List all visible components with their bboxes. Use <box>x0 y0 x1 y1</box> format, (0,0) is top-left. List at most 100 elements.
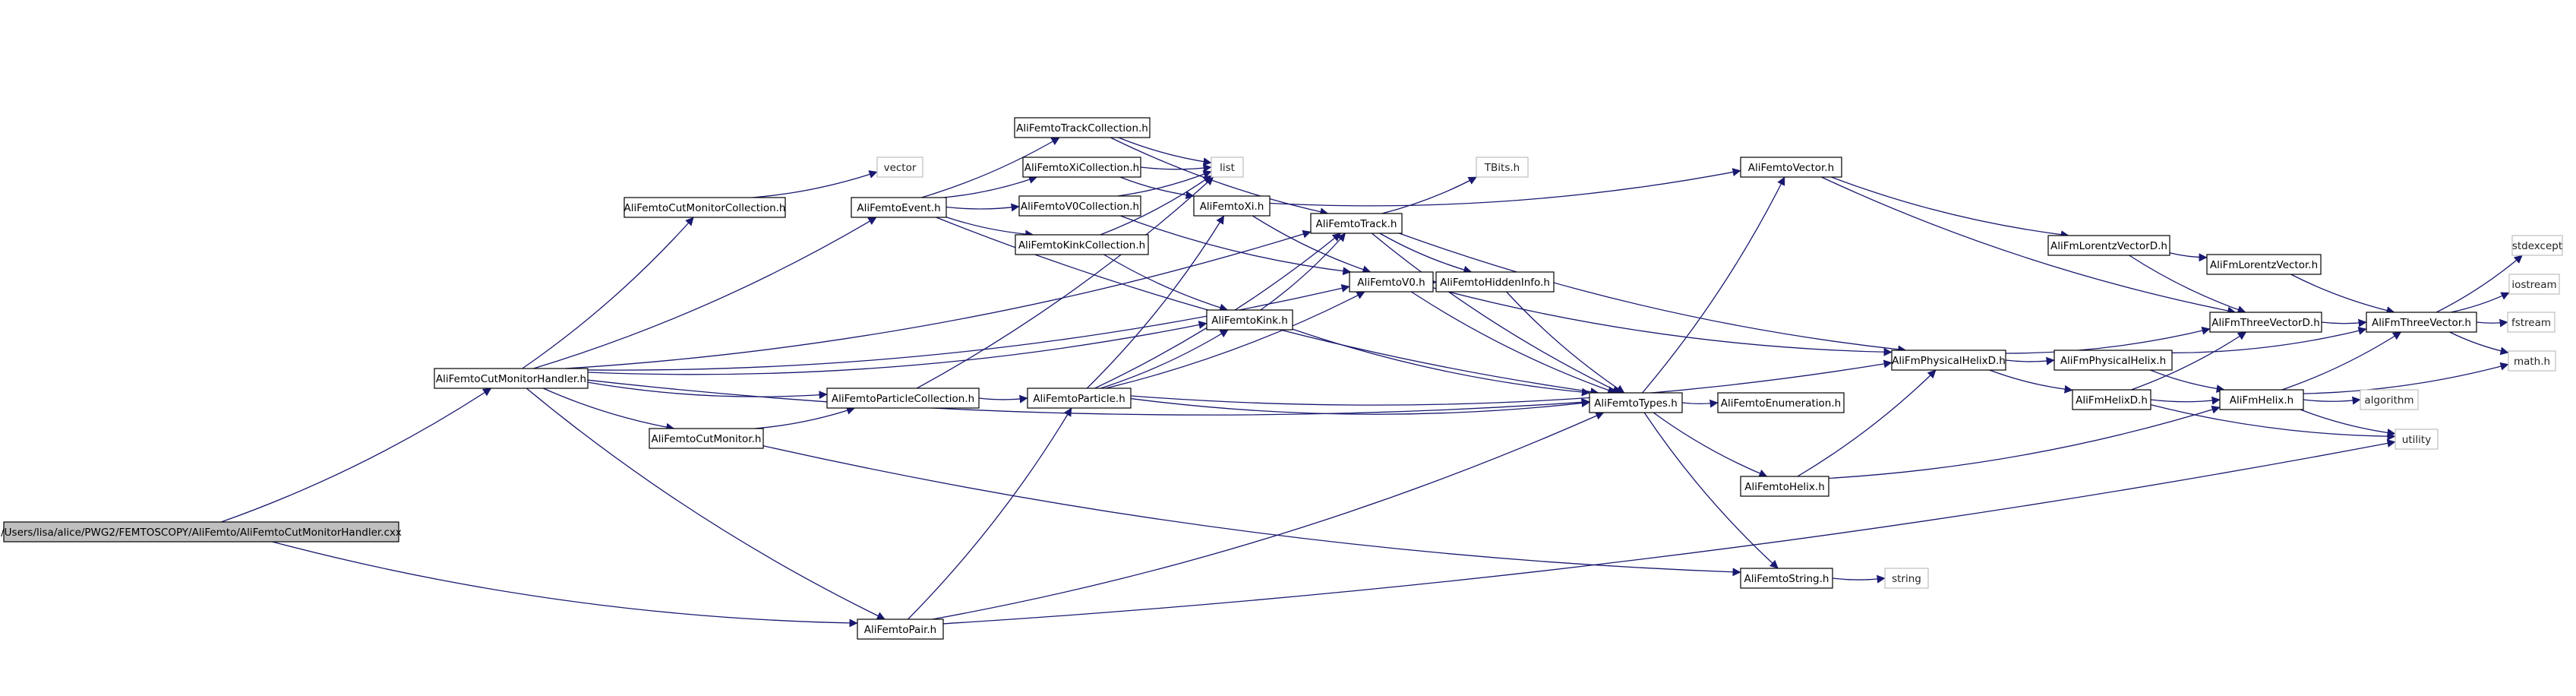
edge-cmc-to-vector <box>752 170 878 198</box>
edge-event-to-v0coll <box>945 203 1020 212</box>
edge-hd-to-tvd <box>2131 331 2247 391</box>
edge-lvd-to-tvd <box>2129 255 2246 314</box>
node-v0[interactable]: AliFemtoV0.h <box>1349 271 1434 293</box>
node-tv[interactable]: AliFmThreeVector.h <box>2366 312 2477 333</box>
node-partcoll[interactable]: AliFemtoParticleCollection.h <box>826 388 980 409</box>
node-hidden[interactable]: AliFemtoHiddenInfo.h <box>1435 271 1555 293</box>
node-helixh[interactable]: AliFemtoHelix.h <box>1740 476 1829 497</box>
edge-tv-to-iostream <box>2450 292 2510 313</box>
edge-fmhelix-to-algorithm <box>2303 396 2361 405</box>
node-label: AliFemtoV0Collection.h <box>1021 201 1139 213</box>
node-label: fstream <box>2511 317 2551 329</box>
node-label: math.h <box>2514 356 2550 368</box>
edge-phd-to-tvd <box>2005 326 2211 354</box>
node-stdexcept: stdexcept <box>2511 235 2563 256</box>
node-event[interactable]: AliFemtoEvent.h <box>851 197 947 218</box>
node-vectorh[interactable]: AliFemtoVector.h <box>1740 157 1842 178</box>
edge-cmh-to-track <box>564 229 1312 369</box>
edge-particle-to-types <box>1130 397 1590 415</box>
node-label: AliFmPhysicalHelixD.h <box>1892 355 2006 367</box>
node-label: AliFemtoXi.h <box>1200 201 1264 213</box>
node-kink[interactable]: AliFemtoKink.h <box>1206 309 1293 331</box>
edge-hidden-to-types <box>1506 291 1625 394</box>
edge-cutmon-to-partcoll <box>754 407 855 429</box>
node-box <box>434 368 589 389</box>
node-types[interactable]: AliFemtoTypes.h <box>1589 392 1683 413</box>
node-lv[interactable]: AliFmLorentzVector.h <box>2206 254 2322 275</box>
node-cmc[interactable]: AliFemtoCutMonitorCollection.h <box>623 197 786 218</box>
node-label: utility <box>2402 434 2431 446</box>
node-xicoll[interactable]: AliFemtoXiCollection.h <box>1022 157 1141 178</box>
node-trackcoll[interactable]: AliFemtoTrackCollection.h <box>1014 117 1151 138</box>
node-hd[interactable]: AliFmHelixD.h <box>2072 389 2151 410</box>
node-cutmon[interactable]: AliFemtoCutMonitor.h <box>649 428 764 449</box>
node-label: AliFemtoCutMonitor.h <box>652 433 762 445</box>
node-cmh[interactable]: AliFemtoCutMonitorHandler.h <box>434 368 589 389</box>
edge-pair-to-particle <box>908 407 1072 620</box>
node-label: AliFemtoTrackCollection.h <box>1016 122 1148 134</box>
node-box <box>1717 392 1845 413</box>
edge-cmh-to-kink <box>587 321 1208 375</box>
node-label: AliFmHelix.h <box>2230 394 2293 407</box>
node-phd[interactable]: AliFmPhysicalHelixD.h <box>1891 350 2006 371</box>
node-stringh[interactable]: AliFemtoString.h <box>1740 568 1833 589</box>
node-box <box>851 197 947 218</box>
edge-fmhelix-to-math <box>2303 362 2509 394</box>
node-box <box>1193 195 1271 217</box>
node-label: AliFemtoTypes.h <box>1594 397 1678 410</box>
edge-pair-to-utility <box>942 439 2396 625</box>
edge-track-to-tbits <box>1381 176 1477 214</box>
edge-particle-to-phd <box>1130 359 1893 406</box>
edge-partcoll-to-list <box>916 176 1214 389</box>
edge-lvd-to-lv <box>2169 252 2208 262</box>
node-label: list <box>1220 162 1235 174</box>
edge-kink-to-types <box>1292 328 1590 397</box>
edge-kinkcoll-to-list <box>1100 175 1212 236</box>
edge-vectorh-to-lvd <box>1831 176 2069 239</box>
edge-cmh-to-partcoll <box>587 381 828 400</box>
edge-fmhelix-to-utility <box>2300 409 2396 437</box>
node-enum[interactable]: AliFemtoEnumeration.h <box>1717 392 1845 413</box>
node-box <box>2507 312 2555 333</box>
node-fstream: fstream <box>2507 312 2555 333</box>
node-particle[interactable]: AliFemtoParticle.h <box>1027 388 1132 409</box>
edge-particle-to-kink <box>1100 329 1229 389</box>
edge-xi-to-v0 <box>1252 215 1372 274</box>
node-box <box>649 428 764 449</box>
node-track[interactable]: AliFemtoTrack.h <box>1310 213 1403 234</box>
node-label: AliFemtoString.h <box>1744 573 1829 585</box>
edges-layer <box>221 137 2523 628</box>
node-label: AliFemtoKinkCollection.h <box>1018 239 1145 252</box>
node-v0coll[interactable]: AliFemtoV0Collection.h <box>1018 195 1141 217</box>
node-label: AliFemtoEvent.h <box>857 202 940 214</box>
edge-v0-to-types <box>1410 291 1617 394</box>
node-box <box>1476 157 1529 178</box>
node-kinkcoll[interactable]: AliFemtoKinkCollection.h <box>1015 234 1149 255</box>
node-label: AliFmThreeVectorD.h <box>2211 317 2320 329</box>
edge-root-to-pair <box>272 541 858 628</box>
node-label: TBits.h <box>1484 162 1520 174</box>
edge-tvd-to-tv <box>2321 318 2367 327</box>
node-root[interactable]: /Users/lisa/alice/PWG2/FEMTOSCOPY/AliFem… <box>1 521 402 543</box>
edge-helixh-to-phd <box>1797 369 1937 477</box>
node-label: AliFmThreeVector.h <box>2372 317 2471 329</box>
edge-phd-to-hd <box>1989 369 2073 394</box>
node-label: AliFemtoCutMonitorHandler.h <box>436 373 586 385</box>
node-tvd[interactable]: AliFmThreeVectorD.h <box>2209 312 2322 333</box>
edge-xi-to-vectorh <box>1269 168 1741 207</box>
edge-types-to-vectorh <box>1642 176 1785 394</box>
node-box <box>2206 254 2322 275</box>
edge-v0-to-phd <box>1432 287 1893 356</box>
node-box <box>1211 157 1244 178</box>
node-pair[interactable]: AliFemtoPair.h <box>857 618 944 640</box>
node-label: AliFmHelixD.h <box>2076 394 2148 407</box>
node-lvd[interactable]: AliFmLorentzVectorD.h <box>2047 235 2170 256</box>
node-box <box>2047 235 2170 256</box>
node-xi[interactable]: AliFemtoXi.h <box>1193 195 1271 217</box>
node-ph[interactable]: AliFmPhysicalHelix.h <box>2054 350 2173 371</box>
edge-cmh-to-pair <box>526 388 886 620</box>
node-label: /Users/lisa/alice/PWG2/FEMTOSCOPY/AliFem… <box>1 527 402 539</box>
node-fmhelix[interactable]: AliFmHelix.h <box>2219 389 2304 410</box>
node-label: iostream <box>2511 279 2556 291</box>
node-box <box>2511 235 2563 256</box>
